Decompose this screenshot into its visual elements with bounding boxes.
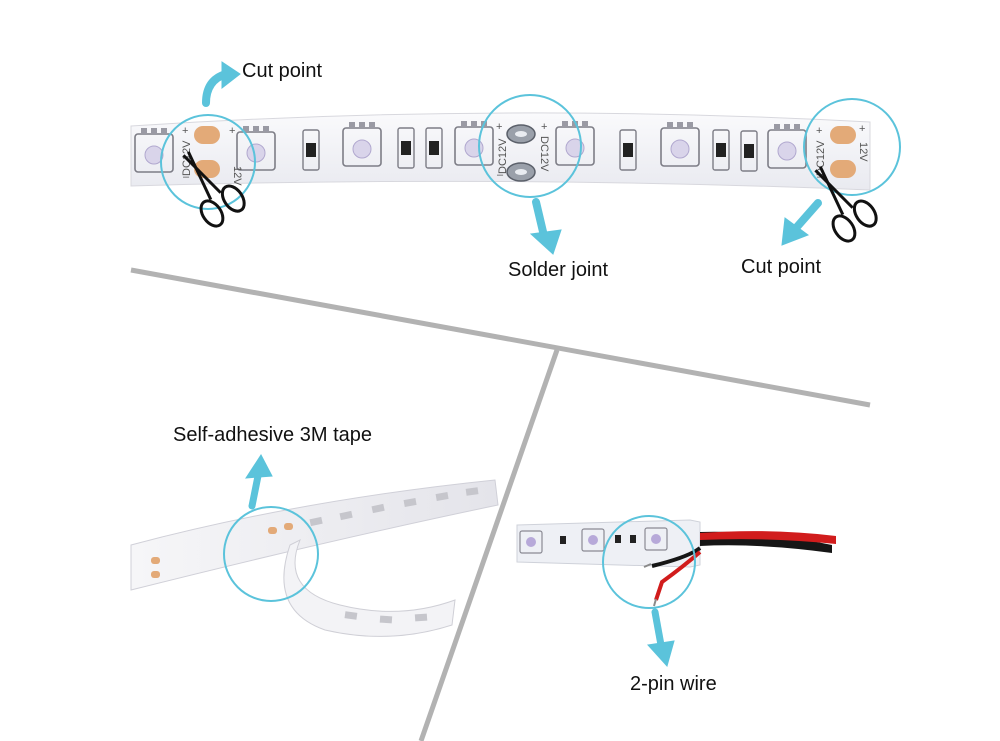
strip-voltage-3: DC12V (497, 138, 509, 174)
tape-strip (130, 479, 499, 637)
resistors (302, 127, 758, 172)
callout-circle-wire (602, 515, 696, 609)
led-strip-top: DC12V 12V DC12V DC12V DC12V 12V + + + + … (130, 112, 871, 191)
tape-pads (151, 523, 293, 578)
strip-voltage-6: 12V (857, 142, 869, 162)
strip-plus-4: + (541, 121, 547, 133)
callout-arrow-icon (529, 198, 562, 255)
label-tape: Self-adhesive 3M tape (173, 424, 373, 446)
solder-joint-blobs (506, 124, 536, 182)
copper-pads (194, 126, 856, 178)
callout-circle-cut-left (160, 114, 256, 210)
callout-arrow-icon (781, 199, 822, 246)
scissors-icon (814, 166, 878, 243)
strip-minus-1: – (183, 171, 190, 183)
strip-plus-5: + (816, 125, 822, 137)
callout-circle-cut-right (803, 98, 901, 196)
callout-circle-tape (223, 506, 319, 602)
strip-plus-6: + (859, 123, 865, 135)
strip-voltage-4: DC12V (538, 136, 550, 172)
callout-circles-top (160, 94, 901, 210)
callout-circle-solder (478, 94, 582, 198)
section-dividers (130, 267, 871, 741)
callout-arrow-icon (245, 454, 273, 510)
tape-liner-marks (309, 487, 479, 624)
wire-strip (516, 519, 836, 607)
strip-plus-3: + (496, 121, 502, 133)
callout-arrow-icon (647, 608, 675, 668)
scissors-icon (182, 151, 246, 228)
strip-plus-2: + (229, 125, 235, 137)
label-cut-point-right: Cut point (741, 256, 822, 278)
led-pins (141, 121, 800, 134)
strip-plus-1: + (182, 125, 188, 137)
callout-arrow-icon (202, 61, 241, 107)
label-cut-point-left: Cut point (242, 60, 323, 82)
led-lenses (144, 138, 797, 165)
strip-voltage-5: DC12V (815, 140, 827, 176)
label-solder-joint: Solder joint (508, 259, 609, 281)
strip-minus-2: – (497, 169, 504, 181)
label-wire: 2-pin wire (630, 673, 717, 695)
strip-voltage-2: 12V (231, 166, 243, 186)
